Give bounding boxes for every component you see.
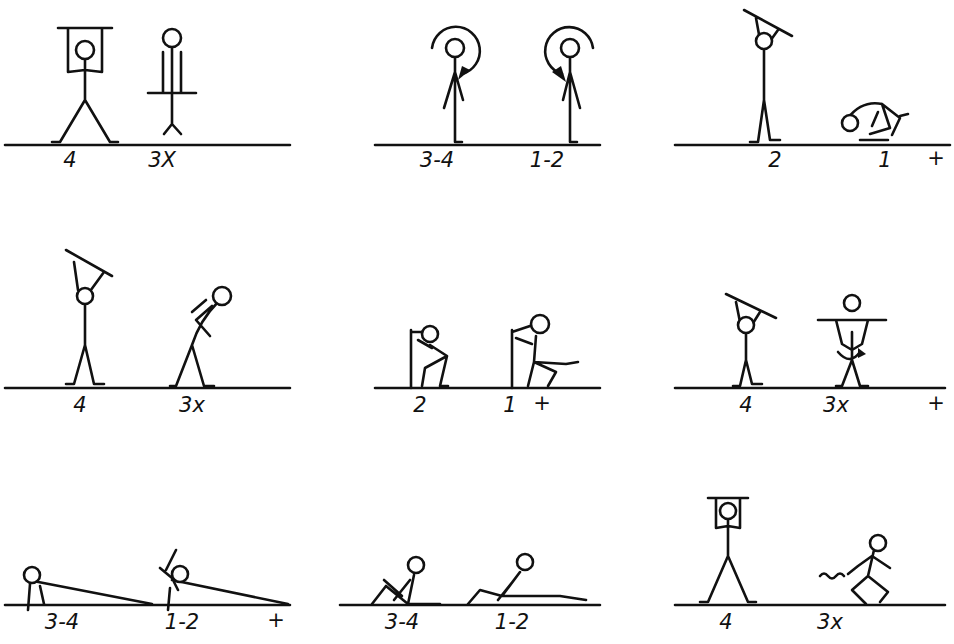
count-label: 1-2 xyxy=(530,150,564,171)
count-label: 4 xyxy=(63,150,76,171)
count-label: 2 xyxy=(413,395,426,416)
count-label: 1 xyxy=(503,395,516,416)
count-label: 1-2 xyxy=(495,612,529,633)
count-label: 3X xyxy=(148,150,176,171)
count-label: + xyxy=(927,148,945,169)
count-label: 3x xyxy=(817,612,843,633)
count-label: + xyxy=(267,610,285,631)
count-label: 3-4 xyxy=(420,150,454,171)
count-label: 1 xyxy=(878,150,891,171)
count-label: 1-2 xyxy=(165,612,199,633)
count-label: 3-4 xyxy=(45,612,79,633)
count-label: 3x xyxy=(179,395,205,416)
count-label: 3x xyxy=(823,395,849,416)
count-label: 4 xyxy=(719,612,732,633)
count-label: 2 xyxy=(768,150,781,171)
count-label: + xyxy=(533,393,551,414)
count-label: + xyxy=(927,393,945,414)
count-label: 4 xyxy=(739,395,752,416)
count-label: 4 xyxy=(73,395,86,416)
count-label: 3-4 xyxy=(385,612,419,633)
